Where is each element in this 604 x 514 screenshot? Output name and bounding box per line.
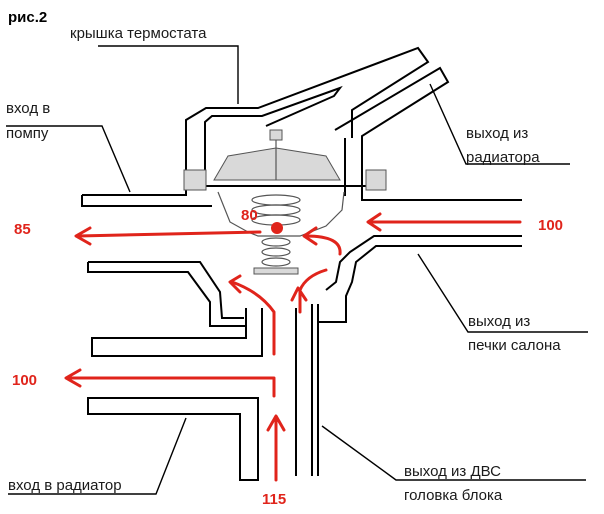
- thermostat: [183, 129, 387, 275]
- flow-arrowhead-pump: [74, 226, 92, 246]
- thermostat-rod-cap: [269, 129, 283, 141]
- flow-arrow-curve-right: [304, 234, 342, 256]
- label-heater-out-line2: печки салона: [468, 337, 561, 354]
- label-radiator-out-line1: выход из: [466, 125, 528, 142]
- flow-arrowhead-branch-right: [290, 286, 308, 302]
- right-top-wall: [361, 196, 522, 201]
- pipe-outlines: [81, 46, 522, 481]
- flow-arrow-radiator-outlet: [66, 376, 276, 398]
- figure-label: рис.2: [8, 9, 47, 26]
- left-housing-wall-outer: [88, 261, 244, 319]
- label-engine-out-line2: головка блока: [404, 487, 503, 504]
- left-housing-wall: [87, 262, 246, 327]
- label-engine-out-line1: выход из ДВС: [404, 463, 501, 480]
- label-pump-line2: помпу: [6, 125, 49, 142]
- flow-arrowhead-radiator-in: [366, 212, 382, 232]
- cap-inner-wall: [204, 85, 343, 185]
- leader-heater-out: [417, 253, 588, 333]
- mid-left-pipe-upper: [91, 308, 263, 357]
- thermostat-lower-plate: [253, 267, 299, 275]
- flow-arrowhead-radiator-outlet: [64, 368, 82, 388]
- flange-bolt-left: [183, 169, 207, 191]
- temperature-engine-out: 115: [262, 491, 286, 508]
- lower-left-pipe: [87, 397, 259, 481]
- leader-radiator-in: [8, 417, 187, 495]
- pump-pipe-lower-wall: [81, 195, 212, 207]
- heater-inlet-lower-wall: [318, 245, 522, 323]
- temperature-thermostat: 80: [241, 207, 258, 224]
- flow-arrow-pump: [76, 230, 262, 238]
- radiator-outlet-nozzle: [334, 66, 450, 196]
- flange-bolt-right: [365, 169, 387, 191]
- flow-arrowhead-curve-left: [228, 274, 242, 294]
- temperature-pump-side: 85: [14, 221, 31, 238]
- flow-arrowhead-engine-out: [266, 414, 286, 432]
- leader-radiator-out: [429, 83, 570, 165]
- leader-lines: [6, 45, 588, 495]
- label-cap: крышка термостата: [70, 25, 207, 42]
- leader-pump: [6, 125, 131, 193]
- thermostat-valve-body: [213, 147, 341, 181]
- flow-arrows: [64, 212, 522, 482]
- flow-arrow-curve-left: [230, 280, 276, 356]
- label-radiator-in: вход в радиатор: [8, 477, 122, 494]
- label-heater-out-line1: выход из: [468, 313, 530, 330]
- thermostat-sensor-dot: [271, 222, 283, 234]
- thermostat-housing: [217, 191, 345, 237]
- leader-cap: [98, 45, 239, 104]
- temperature-radiator-out: 100: [538, 217, 563, 234]
- heater-inlet-upper-wall: [325, 235, 522, 291]
- label-pump-line1: вход в: [6, 100, 50, 117]
- thermostat-spring: [251, 194, 301, 267]
- label-radiator-out-line2: радиатора: [466, 149, 540, 166]
- flow-arrowhead-curve-right: [302, 226, 318, 246]
- leader-engine-out: [321, 425, 586, 481]
- temperature-radiator-in: 100: [12, 372, 37, 389]
